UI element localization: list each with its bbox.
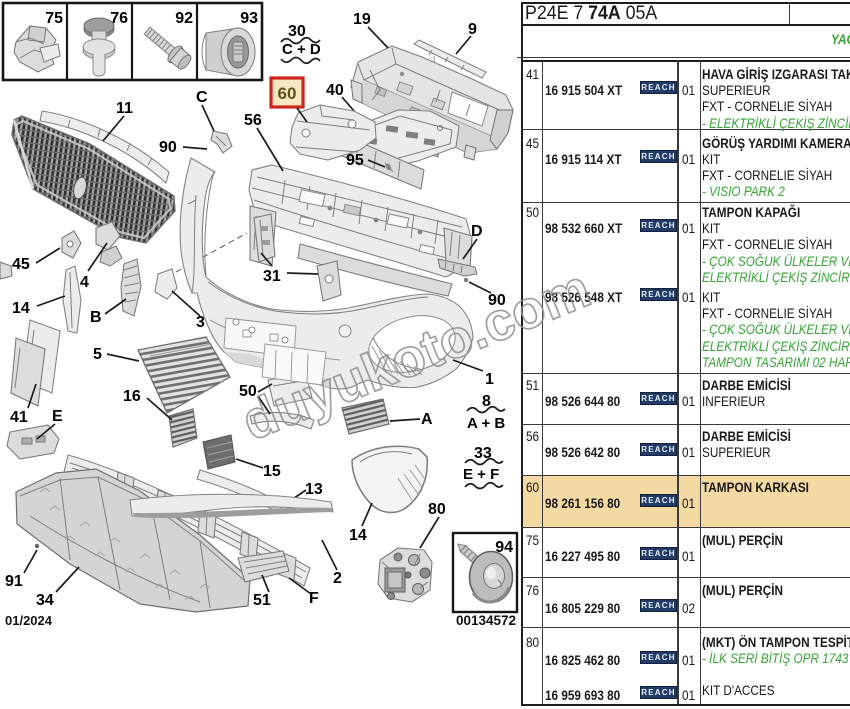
svg-text:41: 41 [10,409,28,426]
svg-text:01/2024: 01/2024 [5,613,53,628]
svg-text:E: E [52,408,63,425]
svg-text:30: 30 [288,23,306,40]
svg-text:51: 51 [253,592,271,609]
svg-text:90: 90 [159,139,177,156]
svg-text:11: 11 [116,100,133,117]
svg-text:76: 76 [110,10,128,27]
svg-text:13: 13 [305,481,323,498]
svg-text:16: 16 [123,388,141,405]
svg-text:E + F: E + F [463,466,499,483]
svg-text:75: 75 [45,10,63,27]
svg-text:93: 93 [240,10,258,27]
svg-text:60: 60 [278,84,297,103]
svg-text:D: D [471,223,483,240]
svg-text:94: 94 [495,539,513,556]
svg-text:33: 33 [474,445,492,462]
svg-text:C + D: C + D [282,41,321,58]
svg-text:5: 5 [93,346,102,363]
svg-text:14: 14 [12,300,30,317]
svg-text:00134572: 00134572 [456,613,516,628]
svg-text:4: 4 [80,274,89,291]
svg-text:31: 31 [263,268,281,285]
svg-text:9: 9 [468,21,477,38]
svg-text:34: 34 [36,592,54,609]
svg-text:15: 15 [263,463,281,480]
svg-text:56: 56 [244,112,262,129]
svg-text:92: 92 [175,10,193,27]
svg-text:8: 8 [482,393,491,410]
svg-text:3: 3 [196,314,205,331]
svg-text:A + B: A + B [467,415,505,432]
svg-text:40: 40 [326,82,344,99]
svg-text:45: 45 [12,256,30,273]
svg-text:C: C [196,89,208,106]
svg-text:50: 50 [239,383,257,400]
svg-text:A: A [421,411,433,428]
svg-text:F: F [309,590,319,607]
svg-text:B: B [90,309,102,326]
svg-text:14: 14 [349,527,367,544]
svg-text:1: 1 [485,371,494,388]
svg-text:80: 80 [428,501,446,518]
svg-text:90: 90 [488,292,506,309]
svg-text:91: 91 [5,573,23,590]
svg-text:19: 19 [353,11,371,28]
svg-text:95: 95 [346,152,364,169]
svg-text:2: 2 [333,570,342,587]
